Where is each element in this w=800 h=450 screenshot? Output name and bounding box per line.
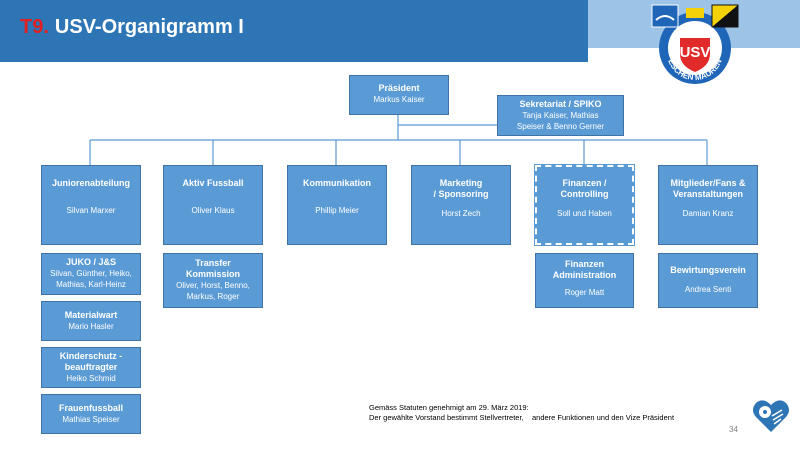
department-title: Aktiv Fussball [182,178,244,188]
department-title: Mitglieder/Fans & [670,178,746,188]
sub-box-juko: JUKO / J&S Silvan, Günther, Heiko, Mathi… [41,253,141,295]
sub-name-line: Mathias, Karl-Heinz [56,280,126,289]
sub-title: Administration [552,270,617,280]
president-title: Präsident [378,83,420,93]
president-name: Markus Kaiser [373,95,425,104]
sub-title: Kommission [185,269,240,279]
sub-title: beauftragter [64,362,118,372]
department-head: Horst Zech [441,209,481,218]
footnote: Gemäss Statuten genehmigt am 29. März 20… [369,403,674,423]
department-box-mitglieder: Mitglieder/Fans & Veranstaltungen Damian… [658,165,758,245]
slide-title-text: USV-Organigramm I [54,16,244,38]
sub-title: Transfer [195,258,231,268]
department-box-finanzen-controlling: Finanzen / Controlling Soll und Haben [534,164,635,246]
department-title: Veranstaltungen [672,189,744,199]
sub-name-line: Andrea Senti [684,285,732,294]
sub-box-frauenfussball: Frauenfussball Mathias Speiser [41,394,141,434]
sub-name-line: Heiko Schmid [66,374,116,383]
department-box-juniorenabteilung: Juniorenabteilung Silvan Marxer [41,165,141,245]
department-title: Marketing [439,178,483,188]
department-box-kommunikation: Kommunikation Phillip Meier [287,165,387,245]
page-number: 34 [729,425,738,434]
sub-box-bewirtungsverein: Bewirtungsverein Andrea Senti [658,253,758,308]
department-head: Damian Kranz [682,209,734,218]
sub-name-line: Markus, Roger [186,292,240,301]
department-head: Silvan Marxer [66,206,116,215]
department-head: Soll und Haben [557,209,612,218]
secretariat-box: Sekretariat / SPIKO Tanja Kaiser, Mathia… [497,95,624,136]
president-box: Präsident Markus Kaiser [349,75,449,115]
sub-box-kinderschutz: Kinderschutz - beauftragter Heiko Schmid [41,347,141,388]
heart-football-icon [753,400,789,432]
sub-name-line: Mario Hasler [68,322,114,331]
sub-title: Bewirtungsverein [670,265,746,275]
department-title: / Sponsoring [433,189,489,199]
department-title: Juniorenabteilung [51,178,130,188]
sub-name-line: Mathias Speiser [62,415,120,424]
footnote-line: Der gewählte Vorstand bestimmt Stellvert… [369,413,675,422]
sub-title: Materialwart [64,310,118,320]
department-title: Finanzen / [562,178,607,188]
usv-club-logo: USV ESCHEN MAUREN [651,4,739,84]
sub-title: Frauenfussball [58,403,123,413]
secretariat-title: Sekretariat / SPIKO [519,99,602,109]
secretariat-name-line: Speiser & Benno Gerner [516,122,605,131]
sub-box-materialwart: Materialwart Mario Hasler [41,301,141,341]
sub-box-transfer-kommission: Transfer Kommission Oliver, Horst, Benno… [163,253,263,308]
department-box-aktiv-fussball: Aktiv Fussball Oliver Klaus [163,165,263,245]
page-title: T9.USV-Organigramm I [20,16,244,39]
sub-name-line: Silvan, Günther, Heiko, [50,269,132,278]
secretariat-name-line: Tanja Kaiser, Mathias [522,111,599,120]
sub-title: Kinderschutz - [59,351,123,361]
footnote-line: Gemäss Statuten genehmigt am 29. März 20… [369,403,529,412]
sub-name-line: Oliver, Horst, Benno, [176,281,250,290]
slide-number-label: T9. [20,16,49,38]
logo-usv-text: USV [680,44,711,61]
sub-box-finanzen-administration: Finanzen Administration Roger Matt [535,253,634,308]
sub-title: Finanzen [564,259,604,269]
department-head: Oliver Klaus [191,206,235,215]
header-bar [0,0,588,62]
sub-name-line: Roger Matt [564,288,605,297]
department-box-marketing: Marketing / Sponsoring Horst Zech [411,165,511,245]
department-head: Phillip Meier [315,206,359,215]
department-title: Controlling [560,189,609,199]
sub-title: JUKO / J&S [65,257,116,267]
department-title: Kommunikation [302,178,371,188]
